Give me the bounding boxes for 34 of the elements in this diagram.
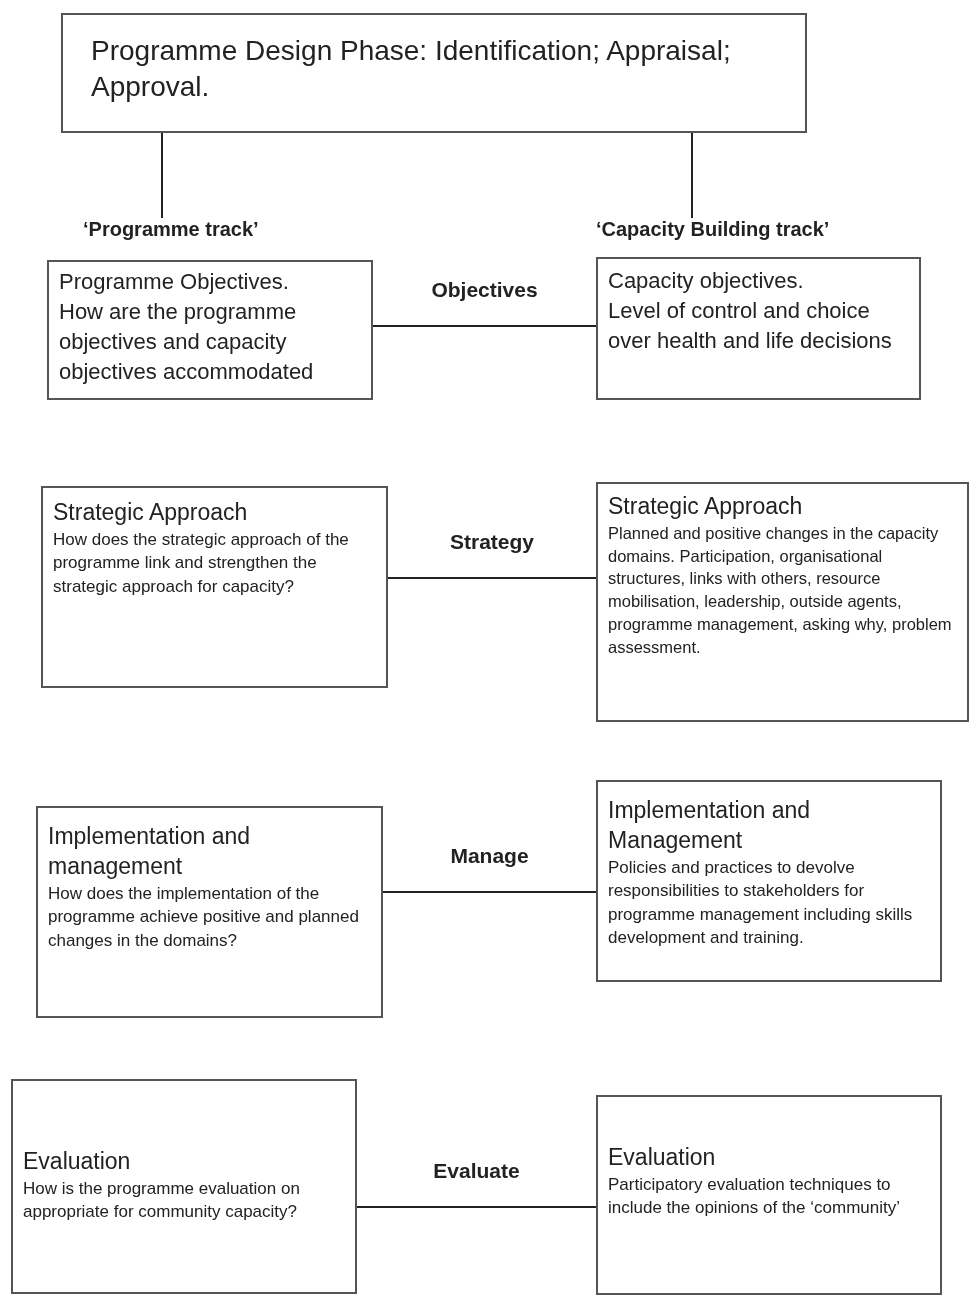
connector-line	[161, 132, 163, 219]
track-heading: ‘Capacity Building track’	[596, 218, 830, 241]
text-box	[61, 13, 807, 133]
box-heading: Evaluation	[608, 1143, 717, 1172]
box-heading: Programme Objectives.	[59, 268, 290, 296]
text-box	[11, 1079, 357, 1294]
text-box	[596, 1095, 942, 1295]
connector-line	[356, 1206, 597, 1208]
connector-line	[372, 325, 597, 327]
text-box	[596, 780, 942, 982]
text-box	[41, 486, 388, 688]
box-heading: Evaluation	[23, 1147, 132, 1176]
box-description: How does the implementation of the programme achieve positive and planned changes in the domains?	[48, 882, 360, 952]
connector-line	[387, 577, 597, 579]
box-heading: Implementation and Management	[608, 796, 811, 855]
box-heading: Strategic Approach	[53, 498, 249, 527]
text-box	[36, 806, 383, 1018]
box-description: Planned and positive changes in the capacity domains. Participation, organisational structures, links with others, resource mobilisation, leadership, outside agents, programme management, asking why, problem assessment.	[608, 522, 953, 658]
text-box	[596, 482, 969, 722]
box-description: Level of control and choice over health and life decisions	[608, 296, 893, 355]
box-description: Participatory evaluation techniques to include the opinions of the ‘community’	[608, 1173, 901, 1220]
connector-line	[691, 132, 693, 219]
track-heading: ‘Programme track’	[83, 218, 259, 241]
text-box	[47, 260, 373, 400]
box-description: Policies and practices to devolve responsibilities to stakeholders for programme management including skills development and training.	[608, 856, 914, 950]
text-box	[596, 257, 921, 400]
box-description: How is the programme evaluation on appropriate for community capacity?	[23, 1177, 301, 1224]
connector-line	[382, 891, 597, 893]
box-heading: Strategic Approach	[608, 492, 804, 521]
box-heading: Capacity objectives.	[608, 267, 805, 295]
box-heading: Implementation and management	[48, 822, 251, 881]
box-description: How does the strategic approach of the programme link and strengthen the strategic approach for capacity?	[53, 528, 350, 598]
phase-title: Programme Design Phase: Identification; Appraisal; Approval.	[91, 34, 732, 105]
box-description: How are the programme objectives and capacity objectives accommodated	[59, 297, 315, 387]
